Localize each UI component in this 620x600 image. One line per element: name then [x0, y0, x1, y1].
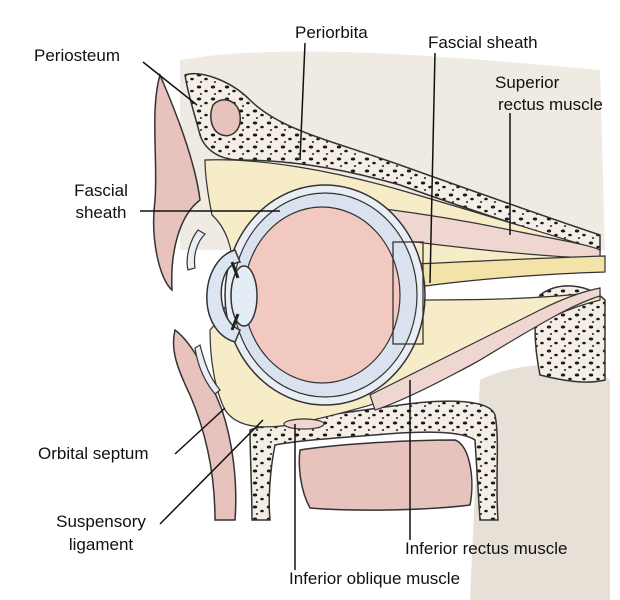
- label-superior-rectus-line1: Superior: [495, 73, 559, 93]
- label-suspensory-line1: Suspensory: [46, 512, 156, 532]
- label-orbital-septum: Orbital septum: [38, 444, 149, 464]
- inferior-oblique-muscle: [284, 419, 324, 429]
- frontal-sinus: [211, 100, 240, 136]
- label-suspensory-line2: ligament: [46, 535, 156, 555]
- label-inferior-oblique: Inferior oblique muscle: [289, 569, 460, 589]
- label-fascial-sheath-left-line1: Fascial: [66, 181, 136, 201]
- label-fascial-sheath-top: Fascial sheath: [428, 33, 538, 53]
- lens: [231, 266, 257, 326]
- label-periorbita: Periorbita: [295, 23, 368, 43]
- label-periosteum: Periosteum: [34, 46, 120, 66]
- maxillary-sinus: [299, 440, 472, 510]
- vitreous-body: [244, 207, 400, 383]
- label-superior-rectus-line2: rectus muscle: [498, 95, 603, 115]
- label-inferior-rectus: Inferior rectus muscle: [405, 539, 568, 559]
- label-fascial-sheath-left-line2: sheath: [66, 203, 136, 223]
